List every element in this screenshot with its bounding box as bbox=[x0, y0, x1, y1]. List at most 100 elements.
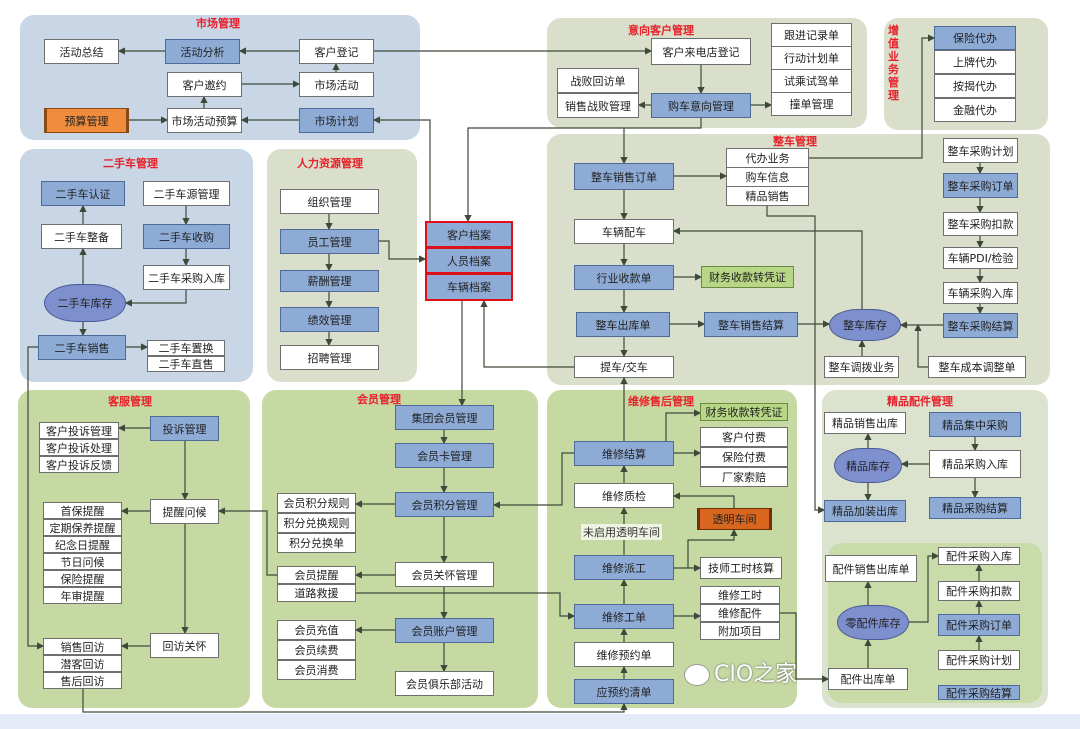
node-p-buy-settle[interactable]: 配件采购结算 bbox=[938, 685, 1020, 700]
node-member-care[interactable]: 会员关怀管理 bbox=[395, 562, 494, 587]
node-boutique-sale[interactable]: 精品销售 bbox=[726, 186, 809, 206]
node-b-buy-settle[interactable]: 精品采购结算 bbox=[929, 497, 1021, 519]
node-account-mgmt[interactable]: 会员账户管理 bbox=[395, 618, 494, 643]
node-club-act[interactable]: 会员俱乐部活动 bbox=[395, 671, 494, 696]
node-vp-deduct[interactable]: 整车采购扣款 bbox=[943, 212, 1018, 236]
node-extra-items[interactable]: 附加项目 bbox=[700, 622, 780, 640]
node-v-settle[interactable]: 整车销售结算 bbox=[704, 312, 798, 337]
node-exchange-rule[interactable]: 积分兑换规则 bbox=[277, 513, 356, 533]
node-used-cert[interactable]: 二手车认证 bbox=[41, 181, 125, 206]
node-after-visit[interactable]: 售后回访 bbox=[43, 672, 122, 689]
node-agent-biz[interactable]: 代办业务 bbox=[726, 148, 809, 168]
node-budget-mgmt[interactable]: 预算管理 bbox=[44, 108, 129, 133]
node-loan-agent[interactable]: 按揭代办 bbox=[934, 74, 1016, 98]
node-repair-appt[interactable]: 维修预约单 bbox=[574, 642, 674, 667]
node-c-complaint-mgmt[interactable]: 客户投诉管理 bbox=[39, 422, 119, 439]
node-ins-agent[interactable]: 保险代办 bbox=[934, 26, 1016, 50]
node-used-swap[interactable]: 二手车置换 bbox=[147, 340, 225, 356]
node-v-out[interactable]: 整车出库单 bbox=[576, 312, 670, 337]
node-fin-agent[interactable]: 金融代办 bbox=[934, 98, 1016, 122]
node-b-central-buy[interactable]: 精品集中采购 bbox=[929, 412, 1021, 437]
node-renew[interactable]: 会员续费 bbox=[277, 640, 356, 660]
node-oem-claim[interactable]: 厂家索赔 bbox=[700, 467, 788, 487]
node-p-stock[interactable]: 零配件库存 bbox=[837, 605, 909, 640]
node-lead-visit[interactable]: 潜客回访 bbox=[43, 655, 122, 672]
node-card-mgmt[interactable]: 会员卡管理 bbox=[395, 443, 494, 468]
node-vp-pdi[interactable]: 车辆PDI/检验 bbox=[943, 247, 1018, 269]
node-vehicle-file[interactable]: 车辆档案 bbox=[425, 273, 513, 301]
node-r6[interactable]: 年审提醒 bbox=[43, 587, 122, 604]
node-b-install-out[interactable]: 精品加装出库 bbox=[824, 500, 906, 522]
node-vp-in[interactable]: 车辆采购入库 bbox=[943, 282, 1018, 304]
node-lost-mgmt[interactable]: 销售战败管理 bbox=[557, 93, 639, 118]
node-vp-order[interactable]: 整车采购订单 bbox=[943, 173, 1018, 198]
node-fin-voucher2[interactable]: 财务收款转凭证 bbox=[700, 403, 788, 421]
node-sale-visit[interactable]: 销售回访 bbox=[43, 638, 122, 655]
node-p-buy-in[interactable]: 配件采购入库 bbox=[938, 547, 1020, 565]
node-pay-mgmt[interactable]: 薪酬管理 bbox=[280, 270, 379, 292]
node-b-stock[interactable]: 精品库存 bbox=[834, 448, 902, 483]
node-complaint-mgmt[interactable]: 投诉管理 bbox=[150, 416, 219, 441]
node-repair-parts[interactable]: 维修配件 bbox=[700, 604, 780, 622]
node-p-buy-deduct[interactable]: 配件采购扣款 bbox=[938, 581, 1020, 601]
node-v-stock[interactable]: 整车库存 bbox=[829, 309, 901, 341]
node-remind[interactable]: 提醒问候 bbox=[150, 499, 219, 524]
node-v-sale-order[interactable]: 整车销售订单 bbox=[574, 163, 674, 190]
node-vp-plan[interactable]: 整车采购计划 bbox=[943, 138, 1018, 163]
node-staff-mgmt[interactable]: 员工管理 bbox=[280, 229, 379, 254]
node-used-buy[interactable]: 二手车收购 bbox=[143, 224, 230, 249]
node-market-act[interactable]: 市场活动 bbox=[299, 72, 374, 97]
node-vp-settle[interactable]: 整车采购结算 bbox=[943, 313, 1018, 338]
node-used-sale[interactable]: 二手车销售 bbox=[38, 335, 126, 360]
node-b-sale-out[interactable]: 精品销售出库 bbox=[824, 412, 906, 434]
node-p-buy-plan[interactable]: 配件采购计划 bbox=[938, 650, 1020, 670]
node-industry-receipt[interactable]: 行业收款单 bbox=[574, 265, 674, 290]
node-repair-order[interactable]: 维修工单 bbox=[574, 604, 674, 629]
node-r5[interactable]: 保险提醒 bbox=[43, 570, 122, 587]
node-ins-pay[interactable]: 保险付费 bbox=[700, 447, 788, 467]
node-test-drive[interactable]: 试乘试驾单 bbox=[771, 69, 852, 93]
node-v-cost-adj[interactable]: 整车成本调整单 bbox=[928, 356, 1026, 378]
node-call-register[interactable]: 客户来电店登记 bbox=[651, 38, 751, 65]
node-transparent-ws[interactable]: 透明车间 bbox=[697, 508, 772, 530]
node-intent-mgmt[interactable]: 购车意向管理 bbox=[651, 93, 751, 118]
node-recruit-mgmt[interactable]: 招聘管理 bbox=[280, 345, 379, 370]
node-p-buy-order[interactable]: 配件采购订单 bbox=[938, 614, 1020, 636]
node-b-buy-in[interactable]: 精品采购入库 bbox=[929, 450, 1021, 478]
node-r4[interactable]: 节日问候 bbox=[43, 553, 122, 570]
node-points-mgmt[interactable]: 会员积分管理 bbox=[395, 492, 494, 517]
node-repair-dispatch[interactable]: 维修派工 bbox=[574, 555, 674, 580]
node-appt-list[interactable]: 应预约清单 bbox=[574, 679, 674, 704]
node-consume[interactable]: 会员消费 bbox=[277, 660, 356, 680]
node-revisit-care[interactable]: 回访关怀 bbox=[150, 633, 219, 658]
node-p-out[interactable]: 配件出库单 bbox=[828, 668, 908, 690]
node-perf-mgmt[interactable]: 绩效管理 bbox=[280, 307, 379, 332]
node-market-plan[interactable]: 市场计划 bbox=[299, 108, 374, 133]
node-used-in[interactable]: 二手车采购入库 bbox=[143, 265, 230, 290]
node-org-mgmt[interactable]: 组织管理 bbox=[280, 189, 379, 214]
node-lost-visit[interactable]: 战败回访单 bbox=[557, 68, 639, 93]
node-recharge[interactable]: 会员充值 bbox=[277, 620, 356, 640]
node-r3[interactable]: 纪念日提醒 bbox=[43, 536, 122, 553]
node-staff-file[interactable]: 人员档案 bbox=[425, 247, 513, 274]
node-action-plan[interactable]: 行动计划单 bbox=[771, 46, 852, 70]
node-repair-hours[interactable]: 维修工时 bbox=[700, 586, 780, 604]
node-act-analysis[interactable]: 活动分析 bbox=[165, 39, 240, 64]
node-v-transfer[interactable]: 整车调拨业务 bbox=[824, 356, 899, 378]
node-act-summary[interactable]: 活动总结 bbox=[44, 39, 119, 64]
node-follow-record[interactable]: 跟进记录单 bbox=[771, 23, 852, 47]
node-r1[interactable]: 首保提醒 bbox=[43, 502, 122, 519]
node-repair-settle[interactable]: 维修结算 bbox=[574, 441, 674, 466]
node-cust-register[interactable]: 客户登记 bbox=[299, 39, 374, 64]
node-c-complaint-handle[interactable]: 客户投诉处理 bbox=[39, 439, 119, 456]
node-used-stock[interactable]: 二手车库存 bbox=[44, 284, 126, 322]
node-fin-voucher[interactable]: 财务收款转凭证 bbox=[701, 266, 794, 288]
node-v-match[interactable]: 车辆配车 bbox=[574, 219, 674, 244]
node-conflict-mgmt[interactable]: 撞单管理 bbox=[771, 92, 852, 116]
node-repair-qc[interactable]: 维修质检 bbox=[574, 483, 674, 508]
node-group-member[interactable]: 集团会员管理 bbox=[395, 405, 494, 430]
node-cust-pay[interactable]: 客户付费 bbox=[700, 427, 788, 447]
node-c-complaint-feedback[interactable]: 客户投诉反馈 bbox=[39, 456, 119, 473]
node-plate-agent[interactable]: 上牌代办 bbox=[934, 50, 1016, 74]
node-market-budget[interactable]: 市场活动预算 bbox=[167, 108, 242, 133]
